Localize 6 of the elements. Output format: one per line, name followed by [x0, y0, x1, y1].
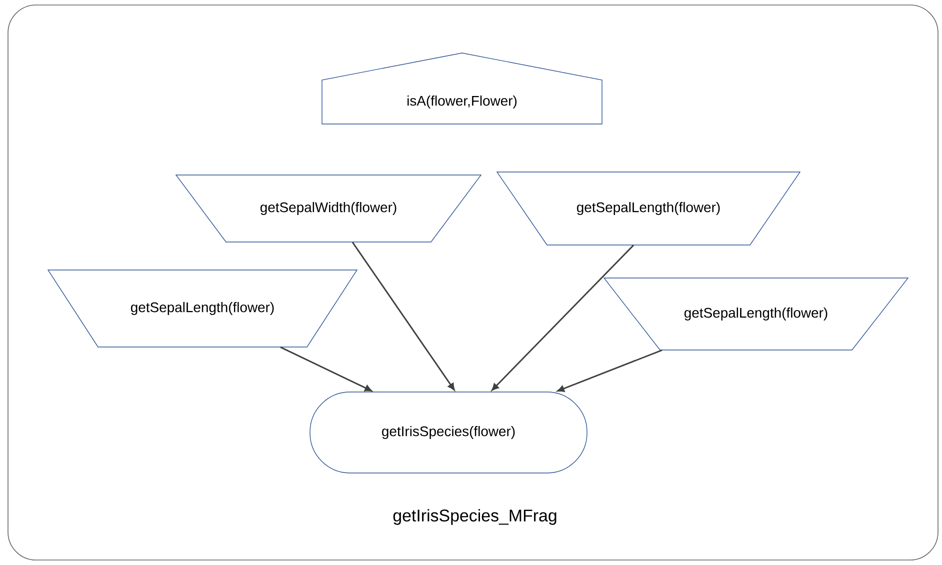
pentagon-node: isA(flower,Flower): [322, 52, 602, 124]
arrow: [352, 242, 455, 390]
rounded-node: getIrisSpecies(flower): [310, 392, 588, 474]
arrow: [557, 350, 662, 392]
arrow: [280, 346, 372, 392]
arrow: [492, 244, 634, 391]
